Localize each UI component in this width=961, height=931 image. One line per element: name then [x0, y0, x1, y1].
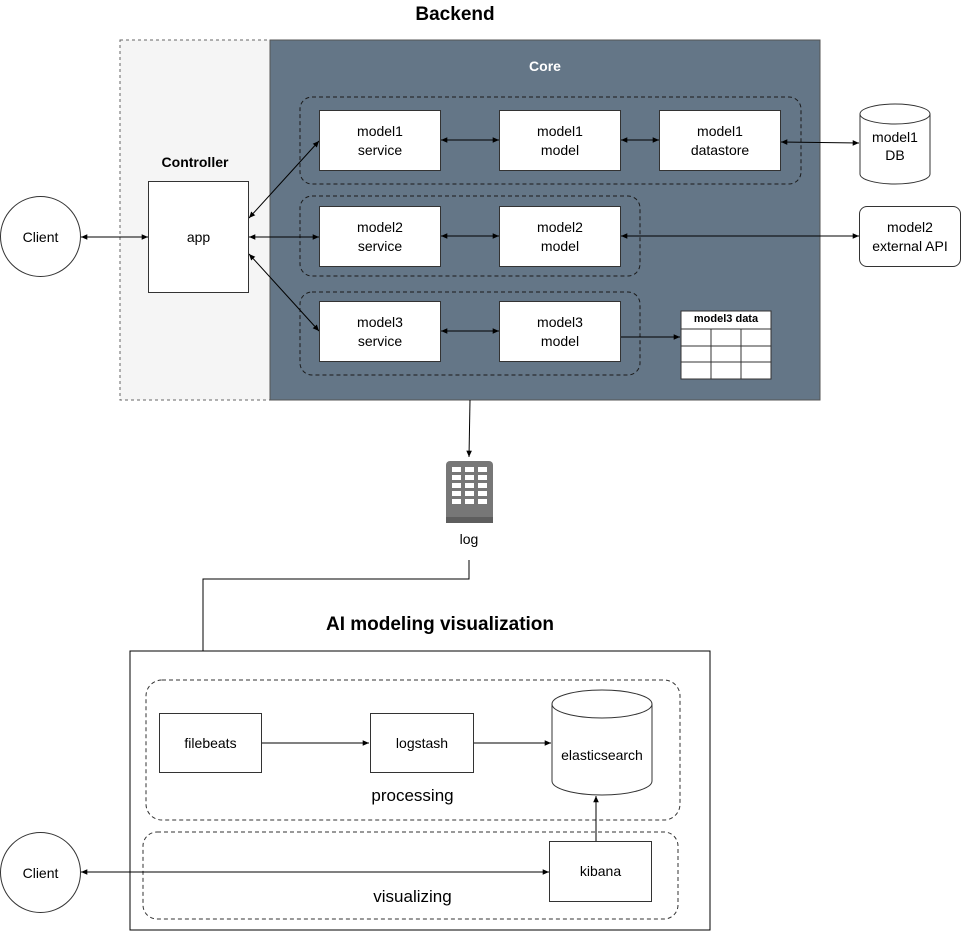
app-label: app	[186, 228, 211, 245]
visualizing-label: visualizing	[373, 887, 452, 906]
model1-datastore-label: model1 datastore	[690, 123, 750, 158]
model3-group	[299, 291, 641, 376]
model1-model-box[interactable]: model1 model	[499, 110, 621, 171]
model2-external-api-label: model2 external API	[872, 219, 948, 254]
filebeats-label: filebeats	[184, 734, 237, 751]
kibana-label: kibana	[579, 863, 622, 880]
backend-connectors	[81, 137, 860, 710]
client-label: Client	[22, 228, 59, 245]
model1-db-cylinder	[859, 103, 931, 185]
processing-group	[145, 679, 681, 821]
model1-model-label: model1 model	[537, 123, 583, 158]
model3-data-table	[680, 310, 772, 380]
visualization-connectors	[81, 740, 599, 875]
model1-datastore-box[interactable]: model1 datastore	[659, 110, 781, 171]
model3-data-title: model3 data	[693, 313, 759, 325]
backend-title: Backend	[415, 4, 495, 25]
app-box[interactable]: app	[148, 181, 249, 293]
log-icon	[446, 461, 493, 523]
model1-service-label: model1 service	[357, 123, 403, 158]
controller-label: Controller	[161, 154, 229, 170]
model1-db-label: model1 DB	[872, 129, 918, 164]
client-node-bottom[interactable]: Client	[0, 832, 81, 913]
model2-model-box[interactable]: model2 model	[499, 206, 621, 267]
model2-service-label: model2 service	[357, 219, 403, 254]
elasticsearch-label: elasticsearch	[561, 747, 643, 763]
model2-service-box[interactable]: model2 service	[319, 206, 441, 267]
model2-model-label: model2 model	[537, 219, 583, 254]
model1-service-box[interactable]: model1 service	[319, 110, 441, 171]
visualization-title: AI modeling visualization	[325, 614, 555, 635]
client-label: Client	[22, 864, 59, 881]
processing-label: processing	[371, 786, 454, 805]
core-label: Core	[529, 58, 561, 74]
logstash-box[interactable]: logstash	[370, 713, 474, 773]
client-node-top[interactable]: Client	[0, 196, 81, 277]
model2-external-api-box[interactable]: model2 external API	[859, 206, 961, 267]
filebeats-box[interactable]: filebeats	[159, 713, 262, 773]
log-label: log	[459, 531, 479, 547]
elasticsearch-cylinder	[551, 689, 653, 796]
logstash-label: logstash	[395, 734, 449, 751]
model3-model-label: model3 model	[537, 314, 583, 349]
visualizing-group	[142, 831, 679, 920]
model3-service-box[interactable]: model3 service	[319, 301, 441, 362]
model3-model-box[interactable]: model3 model	[499, 301, 621, 362]
model3-service-label: model3 service	[357, 314, 403, 349]
kibana-box[interactable]: kibana	[549, 841, 652, 902]
